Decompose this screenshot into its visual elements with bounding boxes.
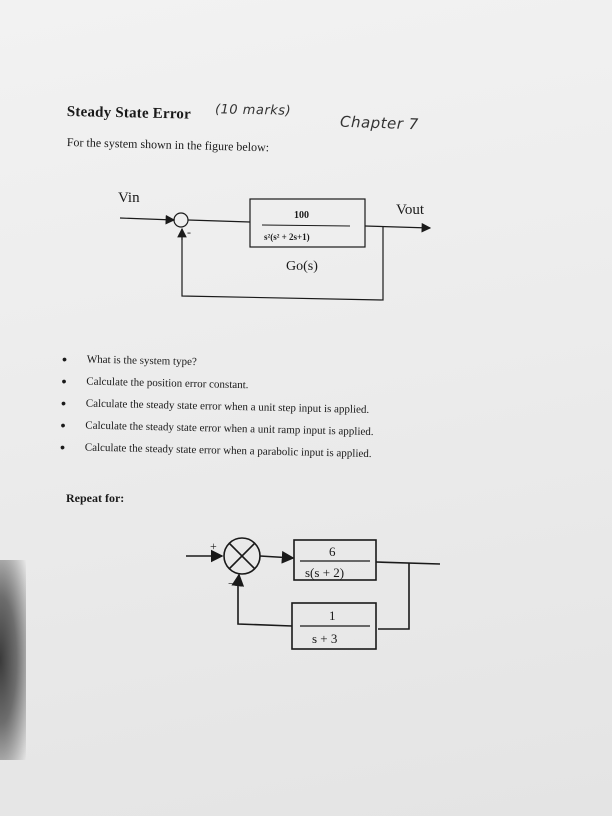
vout-label: Vout <box>396 202 425 218</box>
plant-block-label: Go(s) <box>286 259 318 274</box>
output-line-2 <box>375 561 441 565</box>
forward-block <box>293 539 377 581</box>
output-arrow <box>364 222 432 233</box>
question-list: ● What is the system type? ● Calculate the… <box>60 352 376 469</box>
plant-block <box>249 198 366 248</box>
feedback-denominator: s + 3 <box>312 631 337 646</box>
feedback-arrow-2 <box>231 573 245 587</box>
vin-label: Vin <box>118 190 140 206</box>
bullet-icon: ● <box>61 375 67 387</box>
question-text: Calculate the position error constant. <box>86 375 249 392</box>
bullet-icon: ● <box>61 353 68 365</box>
repeat-heading: Repeat for: <box>66 491 125 505</box>
summing-junction-1 <box>173 212 189 228</box>
feedback-path-2b <box>237 579 293 627</box>
sum-to-forward-line <box>259 550 295 564</box>
plus-sign-2: + <box>210 539 217 553</box>
forward-numerator: 6 <box>329 544 336 559</box>
sum-to-block-line <box>187 219 251 223</box>
plant-numerator: 100 <box>294 210 309 221</box>
minus-sign-1: - <box>187 225 191 239</box>
feedback-path-1 <box>181 227 384 301</box>
plant-denominator: s²(s² + 2s+1) <box>264 232 310 242</box>
input-arrow <box>119 214 176 225</box>
bullet-icon: ● <box>60 419 66 431</box>
feedback-numerator: 1 <box>329 608 336 623</box>
question-text: What is the system type? <box>86 353 197 369</box>
bullet-icon: ● <box>59 441 66 453</box>
diagram1: Vin Vout - 100 s²(s² + 2s+1) Go(s) <box>118 190 432 301</box>
minus-sign-2: − <box>228 576 235 591</box>
bullet-icon: ● <box>60 397 67 409</box>
fraction-bar-1 <box>261 224 351 227</box>
feedback-path-2a <box>378 563 410 630</box>
diagram2: + − 6 s(s + 2) 1 s + 3 <box>186 537 441 650</box>
finger-shadow <box>0 560 26 760</box>
forward-denominator: s(s + 2) <box>305 565 344 580</box>
